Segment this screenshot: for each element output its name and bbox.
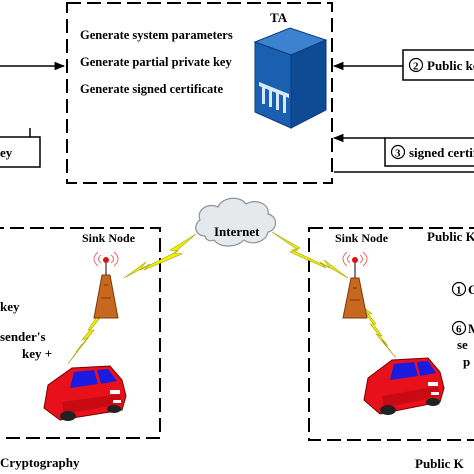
step-6-circle bbox=[451, 320, 467, 336]
right-step-1: 1 G bbox=[451, 281, 474, 297]
right-step-6: 6 M bbox=[451, 320, 474, 336]
signed-cert-box: 3 signed certifi bbox=[384, 137, 474, 167]
left-key-fragment: ey bbox=[0, 145, 13, 160]
right-panel-caption: Public K bbox=[415, 456, 465, 471]
right-fragment-1: se bbox=[457, 337, 468, 352]
ta-steps: Generate system parameters Generate part… bbox=[80, 28, 233, 96]
right-top-fragment: Public Key bbox=[427, 229, 474, 244]
step-3-number: 3 bbox=[395, 148, 401, 160]
left-sink-node-label: Sink Node bbox=[82, 231, 136, 245]
step-2-number: 2 bbox=[413, 61, 419, 73]
right-sink-node-label: Sink Node bbox=[335, 231, 389, 245]
ta-step-1: Generate system parameters bbox=[80, 28, 233, 42]
left-panel-caption: Cryptography bbox=[0, 455, 80, 470]
step-1-circle bbox=[451, 281, 467, 297]
right-car-icon bbox=[363, 357, 445, 415]
step-2-circle bbox=[408, 57, 424, 73]
wireless-links bbox=[67, 231, 397, 365]
step-1-number: 1 bbox=[456, 285, 462, 297]
left-vehicle-panel bbox=[0, 227, 161, 439]
left-key-box: ey bbox=[0, 136, 41, 168]
step-6-number: 6 bbox=[456, 324, 462, 336]
left-car-icon bbox=[43, 365, 127, 421]
public-key-box: 2 Public ke bbox=[402, 49, 474, 81]
signed-cert-label: signed certifi bbox=[409, 145, 474, 160]
lightning-icon bbox=[67, 311, 101, 365]
connectors bbox=[0, 61, 474, 173]
lightning-icon bbox=[361, 305, 397, 359]
internet-label: Internet bbox=[214, 224, 260, 239]
lightning-icon bbox=[271, 231, 349, 279]
ta-step-2: Generate partial private key bbox=[80, 55, 232, 69]
right-sink-tower-icon bbox=[342, 251, 368, 319]
ta-step-3: Generate signed certificate bbox=[80, 82, 223, 96]
internet-cloud: Internet bbox=[195, 197, 277, 247]
ta-server-icon bbox=[253, 27, 328, 129]
public-key-label: Public ke bbox=[427, 58, 474, 73]
left-sink-tower-icon bbox=[93, 251, 119, 319]
lightning-icon bbox=[123, 233, 197, 279]
ta-box bbox=[66, 2, 333, 184]
step-1-fragment: G bbox=[468, 282, 474, 297]
right-fragment-2: p bbox=[463, 354, 470, 369]
left-panel-line-1: key bbox=[0, 299, 20, 314]
left-panel-line-2: sender's bbox=[0, 329, 46, 344]
ta-label: TA bbox=[270, 10, 288, 25]
step-6-fragment: M bbox=[468, 321, 474, 336]
step-3-circle bbox=[390, 144, 406, 160]
right-vehicle-panel bbox=[308, 227, 474, 441]
left-panel-line-3: key + bbox=[22, 346, 52, 361]
